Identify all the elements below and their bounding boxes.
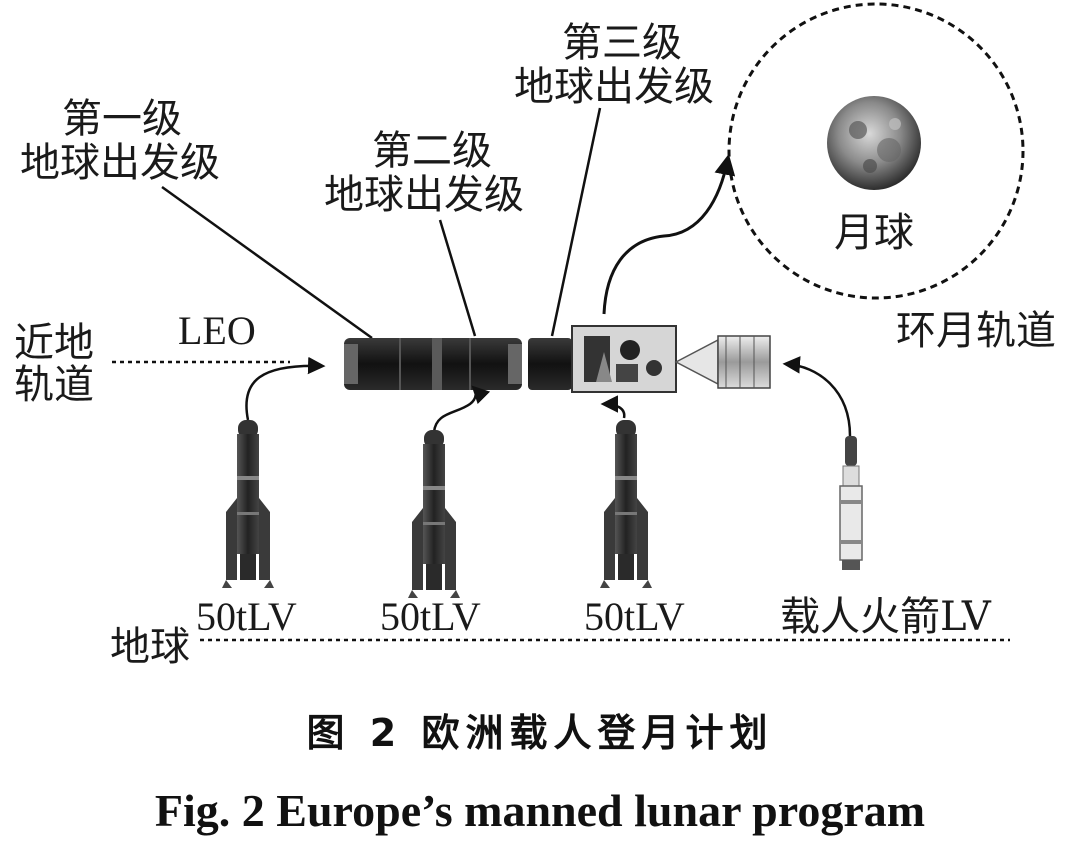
heavy-launcher-3-icon xyxy=(600,420,652,588)
figure-caption-cn: 图 2 欧洲载人登月计划 xyxy=(307,711,774,755)
launch-arrow-3 xyxy=(600,395,626,419)
stage1-leader-line xyxy=(161,185,373,340)
figure-caption-en: Fig. 2 Europe’s manned lunar program xyxy=(155,785,925,836)
launch-arrow-1 xyxy=(245,356,326,421)
launcher-3-label: 50tLV xyxy=(584,594,685,639)
heavy-launcher-2-icon xyxy=(408,430,460,598)
launcher-2-label: 50tLV xyxy=(380,594,481,639)
stage1-stage2-stack xyxy=(344,338,522,390)
stage3-label-line2: 地球出发级 xyxy=(514,64,714,110)
lunar-transfer-arrow xyxy=(602,153,736,315)
moon-icon xyxy=(827,96,921,190)
stage3-leader-line xyxy=(550,107,602,337)
crew-launcher-icon xyxy=(839,436,863,570)
launch-arrow-2 xyxy=(432,385,491,433)
crew-launcher-label: 载人火箭LV xyxy=(780,594,992,640)
stage2-label-line2: 地球出发级 xyxy=(324,172,524,218)
stage3-lander-module xyxy=(528,325,677,393)
stage1-label-line2: 地球出发级 xyxy=(20,140,220,186)
stage2-label-line1: 第二级 xyxy=(372,128,492,174)
leo-orbit-label-line1: 近地 xyxy=(14,320,94,366)
launcher-1-label: 50tLV xyxy=(196,594,297,639)
moon-label: 月球 xyxy=(834,210,914,256)
heavy-launcher-1-icon xyxy=(222,420,274,588)
lunar-orbit-circle xyxy=(727,2,1025,300)
launch-arrow-crew xyxy=(782,356,852,437)
stage3-label-line1: 第三级 xyxy=(562,20,682,66)
leo-label: LEO xyxy=(178,308,256,353)
stage2-leader-line xyxy=(438,219,477,337)
leo-orbit-label-line2: 轨道 xyxy=(14,362,94,408)
earth-label: 地球 xyxy=(110,624,190,670)
stage1-label-line1: 第一级 xyxy=(62,96,182,142)
crew-capsule xyxy=(674,335,771,389)
lunar-orbit-label: 环月轨道 xyxy=(896,308,1056,354)
